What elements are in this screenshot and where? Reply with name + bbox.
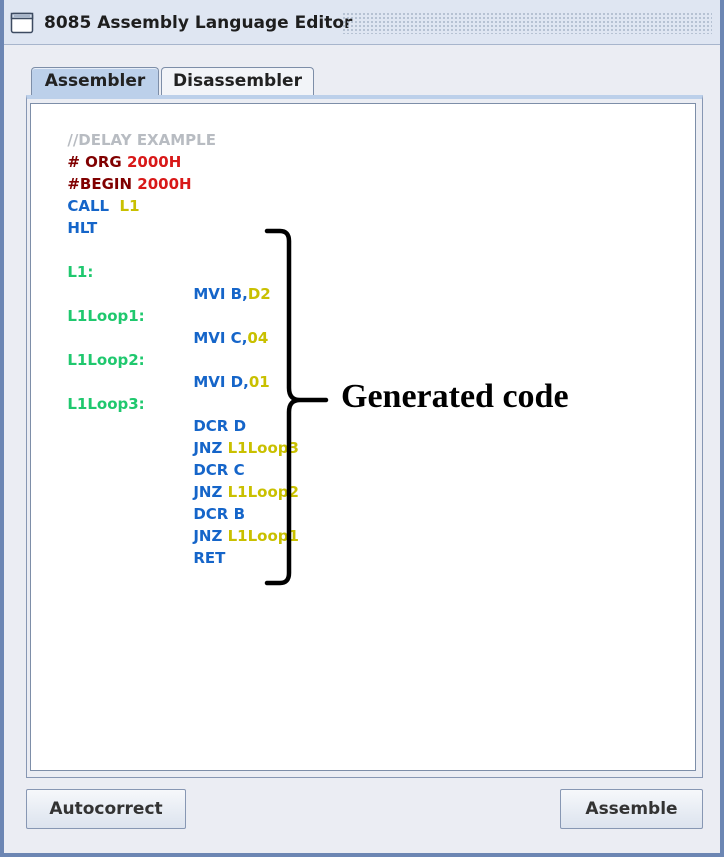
right-curly-bracket-icon xyxy=(264,228,329,586)
code-line-mvi-c: MVI C,04 xyxy=(162,308,268,368)
hlt-keyword: HLT xyxy=(67,219,98,237)
jnz-target: L1Loop3 xyxy=(227,439,299,457)
code-line-label-l1loop1: L1Loop1: xyxy=(36,286,145,346)
begin-directive: #BEGIN xyxy=(67,175,133,193)
comment-text: //DELAY EXAMPLE xyxy=(67,131,216,149)
label-l1loop2: L1Loop2: xyxy=(67,351,145,369)
jnz-keyword: JNZ xyxy=(193,439,223,457)
code-line-ret: RET xyxy=(162,528,225,588)
ret-keyword: RET xyxy=(193,549,226,567)
mvi-d-keyword: MVI D, xyxy=(193,373,249,391)
code-line-mvi-b: MVI B,D2 xyxy=(162,264,271,324)
code-line-hlt: HLT xyxy=(36,198,97,258)
generated-code-annotation: Generated code xyxy=(341,378,569,415)
code-editor[interactable]: //DELAY EXAMPLE # ORG 2000H #BEGIN 2000H… xyxy=(30,103,696,771)
code-line-comment: //DELAY EXAMPLE xyxy=(36,110,216,170)
dcr-d-keyword: DCR D xyxy=(193,417,247,435)
mvi-c-value: 04 xyxy=(247,329,269,347)
call-keyword: CALL xyxy=(67,197,110,215)
title-grip xyxy=(342,12,712,34)
code-line-jnz-2: JNZ L1Loop2 xyxy=(162,462,299,522)
autocorrect-button[interactable]: Autocorrect xyxy=(26,789,186,829)
call-target: L1 xyxy=(119,197,140,215)
label-l1loop1: L1Loop1: xyxy=(67,307,145,325)
code-line-jnz-1: JNZ L1Loop3 xyxy=(162,418,299,478)
window-icon xyxy=(10,12,34,34)
tab-disassembler[interactable]: Disassembler xyxy=(161,67,314,95)
code-line-dcr-b: DCR B xyxy=(162,484,245,544)
assemble-button[interactable]: Assemble xyxy=(560,789,703,829)
code-line-begin: #BEGIN 2000H xyxy=(36,154,192,214)
jnz-target: L1Loop2 xyxy=(227,483,299,501)
code-line-call: CALL L1 xyxy=(36,176,140,236)
label-l1loop3: L1Loop3: xyxy=(67,395,145,413)
code-line-mvi-d: MVI D,01 xyxy=(162,352,270,412)
org-directive: # ORG xyxy=(67,153,122,171)
mvi-d-value: 01 xyxy=(248,373,270,391)
mvi-c-keyword: MVI C, xyxy=(193,329,248,347)
code-line-label-l1: L1: xyxy=(36,242,93,302)
label-l1: L1: xyxy=(67,263,94,281)
code-line-org: # ORG 2000H xyxy=(36,132,181,192)
mvi-b-value: D2 xyxy=(247,285,271,303)
mvi-b-keyword: MVI B, xyxy=(193,285,248,303)
code-line-label-l1loop2: L1Loop2: xyxy=(36,330,145,390)
title-bar[interactable]: 8085 Assembly Language Editor xyxy=(4,0,720,45)
org-value: 2000H xyxy=(126,153,182,171)
code-line-jnz-3: JNZ L1Loop1 xyxy=(162,506,299,566)
begin-value: 2000H xyxy=(137,175,192,193)
code-line-dcr-d: DCR D xyxy=(162,396,246,456)
dcr-c-keyword: DCR C xyxy=(193,461,245,479)
jnz-target: L1Loop1 xyxy=(227,527,299,545)
code-line-dcr-c: DCR C xyxy=(162,440,245,500)
code-line-label-l1loop3: L1Loop3: xyxy=(36,374,145,434)
tab-assembler[interactable]: Assembler xyxy=(31,67,159,95)
jnz-keyword: JNZ xyxy=(193,527,223,545)
dcr-b-keyword: DCR B xyxy=(193,505,246,523)
window-title: 8085 Assembly Language Editor xyxy=(44,13,353,33)
jnz-keyword: JNZ xyxy=(193,483,223,501)
